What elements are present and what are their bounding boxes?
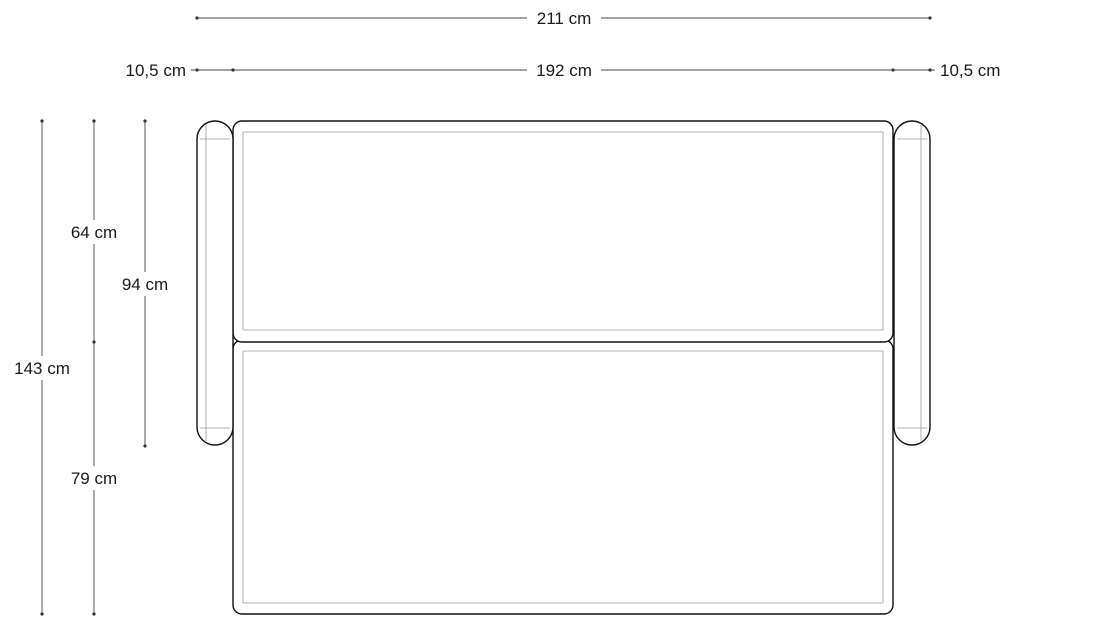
arm-depth-dimension: 94 cm xyxy=(114,119,178,448)
left-arm-width-label: 10,5 cm xyxy=(126,61,186,80)
right-armrest xyxy=(893,120,931,446)
total-width-dimension: 211 cm xyxy=(195,6,932,30)
arm-depth-label: 94 cm xyxy=(122,275,168,294)
chaise-depth-label: 79 cm xyxy=(71,469,117,488)
total-depth-dimension: 143 cm xyxy=(8,119,76,616)
left-armrest xyxy=(196,120,234,446)
seat-width-label: 192 cm xyxy=(536,61,592,80)
section-depth-dimensions: 64 cm 79 cm xyxy=(62,119,126,616)
segment-width-dimensions: 10,5 cm 192 cm 10,5 cm xyxy=(108,58,1021,82)
sofa-top-view xyxy=(196,120,931,615)
backrest-depth-label: 64 cm xyxy=(71,223,117,242)
seat-cushion xyxy=(232,339,894,615)
backrest-cushion xyxy=(232,120,894,343)
right-arm-width-label: 10,5 cm xyxy=(940,61,1000,80)
total-depth-label: 143 cm xyxy=(14,359,70,378)
total-width-label: 211 cm xyxy=(537,9,592,28)
